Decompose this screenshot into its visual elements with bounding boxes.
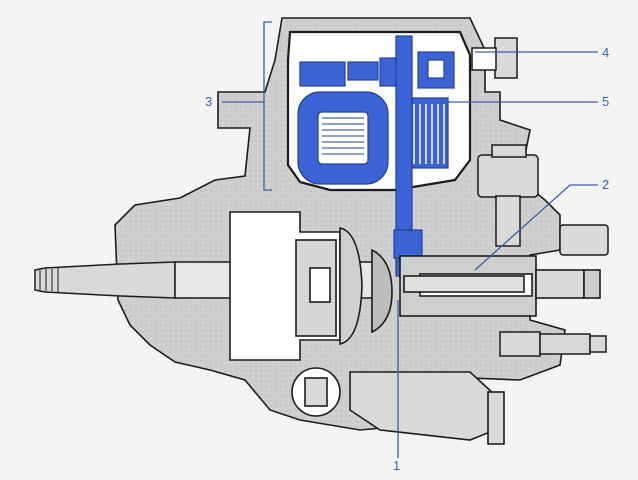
solenoid-valve — [499, 331, 607, 357]
timing-device — [291, 367, 505, 445]
pump-chamber — [229, 211, 393, 361]
distributor-plunger — [399, 255, 601, 317]
top-right-fitting — [471, 37, 518, 79]
callout-label-1: 1 — [393, 458, 401, 473]
leader-lines — [222, 21, 598, 458]
delivery-valve-top — [477, 144, 539, 247]
right-fitting — [559, 224, 609, 256]
callout-label-3: 3 — [205, 94, 213, 109]
callout-label-4: 4 — [602, 45, 610, 60]
callout-label-5: 5 — [602, 94, 610, 109]
governor-assembly — [297, 35, 455, 277]
callout-label-2: 2 — [602, 177, 610, 192]
